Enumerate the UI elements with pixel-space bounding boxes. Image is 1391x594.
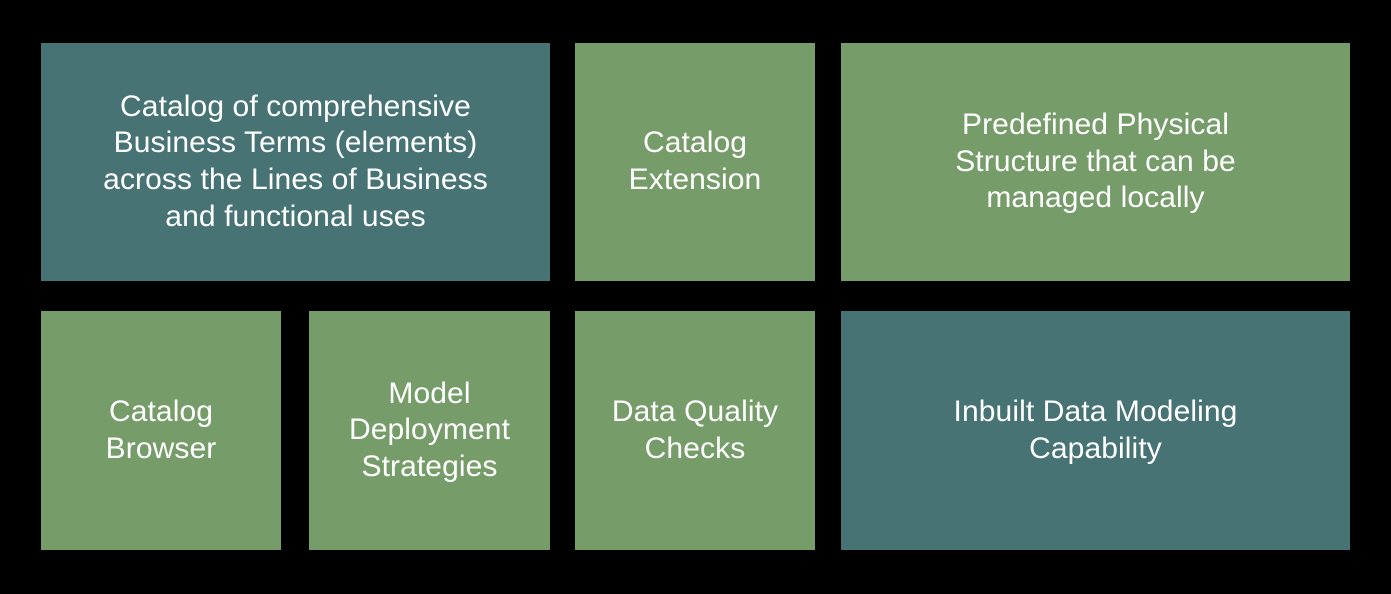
tile-label-model-deployment-strategies: Model Deployment Strategies xyxy=(348,376,511,483)
tile-label-catalog-browser: Catalog Browser xyxy=(105,394,217,465)
tile-label-catalog-extension: Catalog Extension xyxy=(628,126,762,196)
tile-predefined-physical-structure[interactable]: Predefined Physical Structure that can b… xyxy=(841,43,1350,281)
tile-catalog-extension[interactable]: Catalog Extension xyxy=(575,43,815,281)
tile-catalog-browser[interactable]: Catalog Browser xyxy=(41,311,281,550)
tile-data-quality-checks[interactable]: Data Quality Checks xyxy=(575,311,815,550)
tile-inbuilt-data-modeling[interactable]: Inbuilt Data Modeling Capability xyxy=(841,311,1350,550)
tile-catalog-business-terms[interactable]: Catalog of comprehensive Business Terms … xyxy=(41,43,550,281)
tile-label-predefined-physical-structure: Predefined Physical Structure that can b… xyxy=(955,108,1236,215)
tile-model-deployment-strategies[interactable]: Model Deployment Strategies xyxy=(309,311,550,550)
tile-label-inbuilt-data-modeling: Inbuilt Data Modeling Capability xyxy=(953,394,1238,465)
tile-label-data-quality-checks: Data Quality Checks xyxy=(611,394,779,465)
tile-label-catalog-business-terms: Catalog of comprehensive Business Terms … xyxy=(103,89,488,233)
